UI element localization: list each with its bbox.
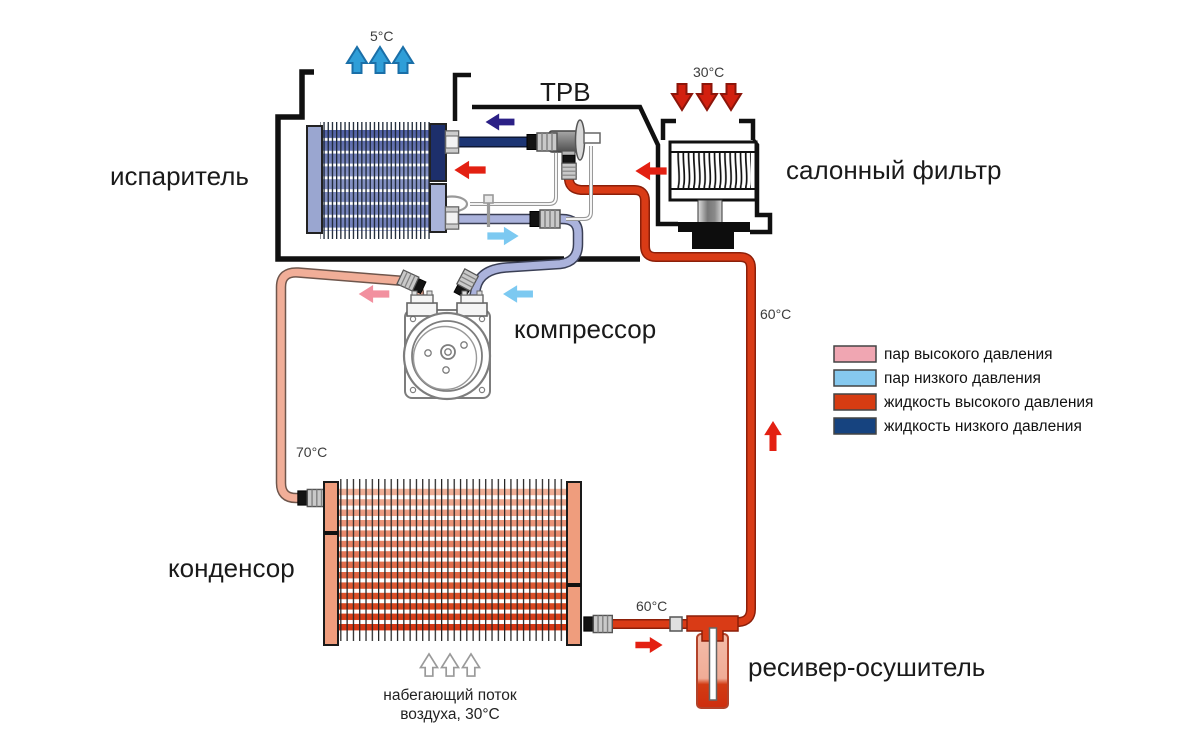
filter-top-bracket-right <box>739 118 756 140</box>
evaporator-right-header-top <box>429 123 447 182</box>
filter-pedestal <box>697 199 723 224</box>
temp-discharge-line: 70°C <box>296 444 327 460</box>
legend: пар высокого давления пар низкого давлен… <box>833 345 1093 435</box>
legend-swatch-lp-liquid <box>833 417 877 435</box>
condenser-label: конденсор <box>168 553 295 583</box>
arrow-air-left-1 <box>454 160 486 180</box>
evaporator-label: испаритель <box>110 161 249 191</box>
condenser-right-header <box>566 481 582 646</box>
compressor <box>402 290 492 401</box>
legend-swatch-hp-vapor <box>833 345 877 363</box>
receiver-drier <box>686 615 739 709</box>
ram-air-arrow <box>419 653 439 677</box>
receiver-pickup-tube <box>708 627 718 701</box>
cold-air-arrow <box>346 46 368 74</box>
ram-air-note-line2: воздуха, 30°C <box>400 706 500 723</box>
temperature-labels: 5°C 30°C 60°C 70°C 60°C <box>296 28 791 614</box>
arrow-pink-left <box>358 285 390 303</box>
receiver-drier-label: ресивер-осушитель <box>748 652 985 682</box>
cabin-filter <box>668 140 758 249</box>
evaporator-right-header-bottom <box>429 183 447 233</box>
temp-evaporator-air-out: 5°C <box>370 28 394 44</box>
arrow-lightblue-left <box>503 285 533 303</box>
liquid-pipe <box>565 170 755 626</box>
evaporator-housing-outline <box>275 69 564 262</box>
ram-air-note-line1: набегающий поток <box>383 687 517 704</box>
condenser <box>323 479 582 646</box>
hot-air-arrow <box>671 83 693 111</box>
hot-air-arrow <box>720 83 742 111</box>
legend-swatch-hp-liquid <box>833 393 877 411</box>
condenser-left-header <box>323 481 339 646</box>
filter-pleats <box>675 152 751 189</box>
hot-air-arrows <box>671 83 742 111</box>
pipe-clamp <box>483 194 494 204</box>
trv-diaphragm-disc <box>574 119 586 161</box>
temp-filter-air-in: 30°C <box>693 64 724 80</box>
filter-top-bracket-left <box>660 118 676 140</box>
filter-base-bar <box>678 222 750 232</box>
arrow-red-right <box>635 637 663 653</box>
trv-tab <box>583 132 601 144</box>
evaporator <box>306 122 460 239</box>
compressor-label: компрессор <box>514 314 656 344</box>
temp-riser-line: 60°C <box>760 306 791 322</box>
evaporator-inlet-port <box>444 206 460 230</box>
ram-air-arrow <box>440 653 460 677</box>
legend-label-lp-liquid: жидкость низкого давления <box>884 418 1082 435</box>
refrigerant-pipes <box>275 136 756 629</box>
discharge-pipe-outline <box>275 267 425 504</box>
arrow-red-up <box>764 421 782 451</box>
arrow-air-left-2 <box>635 161 667 181</box>
hot-air-arrow <box>696 83 718 111</box>
air-arrows <box>346 46 414 74</box>
compressor-discharge-port <box>406 302 438 317</box>
filter-base-block <box>692 232 734 249</box>
trv-duct-bracket <box>452 72 471 121</box>
suction-pipe <box>455 215 582 304</box>
condenser-fins <box>340 479 566 641</box>
receiver-inlet-fitting <box>669 616 683 632</box>
evaporator-outlet-port <box>444 130 460 154</box>
legend-label-hp-vapor: пар высокого давления <box>884 346 1053 363</box>
trv-label: ТРВ <box>540 77 591 107</box>
arrow-navy-left <box>485 113 515 131</box>
temp-condenser-outlet: 60°C <box>636 598 667 614</box>
top-duct-wall <box>472 104 678 227</box>
ram-air-arrows <box>419 653 481 677</box>
legend-swatch-lp-vapor <box>833 369 877 387</box>
cabin-filter-label: салонный фильтр <box>786 155 1002 185</box>
cold-air-arrow <box>369 46 391 74</box>
compressor-suction-port <box>456 302 488 317</box>
arrow-lightblue-right <box>487 226 519 246</box>
ram-air-arrow <box>461 653 481 677</box>
discharge-pipe <box>277 268 423 502</box>
legend-label-hp-liquid: жидкость высокого давления <box>884 394 1093 411</box>
evaporator-left-header <box>306 125 323 234</box>
ram-air-note: набегающий поток воздуха, 30°C <box>383 687 517 723</box>
cold-air-arrow <box>392 46 414 74</box>
component-labels: испаритель ТРВ салонный фильтр компрессо… <box>110 77 1002 682</box>
legend-label-lp-vapor: пар низкого давления <box>884 370 1041 387</box>
